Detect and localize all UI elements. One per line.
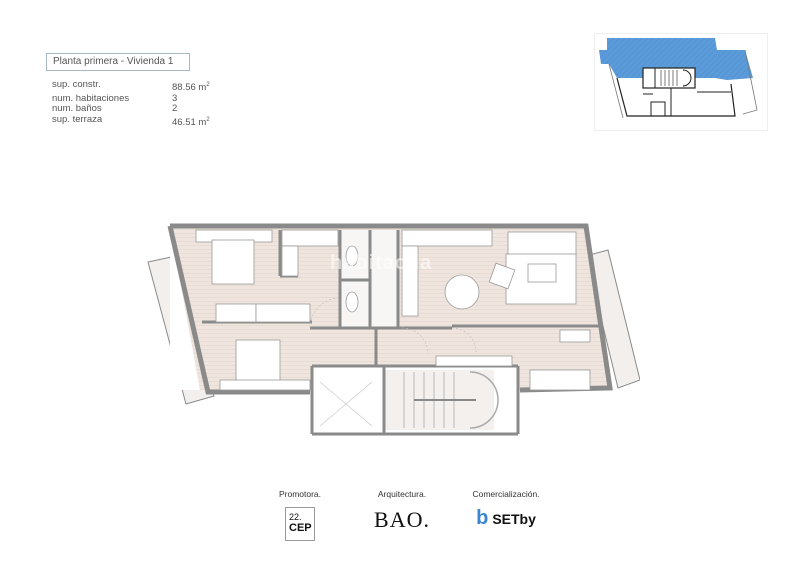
credit-arquitectura: Arquitectura. BAO. [368, 489, 436, 533]
specs-table: sup. constr. 88.56 m2 num. habitaciones … [52, 79, 210, 129]
spec-row-bedrooms: num. habitaciones 3 [52, 92, 210, 105]
setby-logo: b SETby [476, 507, 536, 529]
floor-plan: habitaclia [140, 210, 641, 450]
credit-label: Promotora. [278, 489, 322, 499]
credits-bar: Promotora. 22. CEP Arquitectura. BAO. Co… [0, 489, 800, 559]
spec-label: num. baños [52, 103, 102, 115]
bao-logo: BAO. [374, 507, 430, 532]
credit-comercializacion: Comercialización. b SETby [466, 489, 546, 530]
key-plan-drawing [599, 38, 758, 119]
spec-value: 3 [172, 92, 178, 104]
credit-promotora: Promotora. 22. CEP [272, 489, 328, 541]
spec-row-bathrooms: num. baños 2 [52, 104, 210, 115]
spec-row-terrace-area: sup. terraza 46.51 m2 [52, 113, 210, 129]
setby-mark-icon: b [476, 507, 489, 529]
spec-value: 2 [172, 103, 178, 115]
credit-label: Arquitectura. [377, 489, 427, 499]
spec-row-constructed-area: sup. constr. 88.56 m2 [52, 79, 210, 94]
spec-label: num. habitaciones [52, 92, 130, 104]
cep-logo: 22. CEP [285, 507, 315, 541]
spec-value: 46.51 m2 [172, 116, 210, 128]
spec-label: sup. terraza [52, 113, 103, 125]
spec-label: sup. constr. [52, 79, 101, 90]
floor-plan-drawing [147, 223, 641, 436]
key-plan [594, 33, 768, 131]
watermark: habitaclia [330, 252, 433, 274]
plan-title: Planta primera - Vivienda 1 [46, 53, 190, 71]
spec-value: 88.56 m2 [172, 82, 210, 94]
credit-label: Comercialización. [472, 489, 540, 499]
